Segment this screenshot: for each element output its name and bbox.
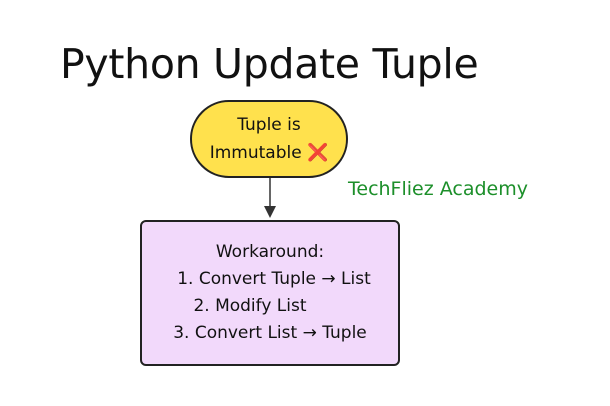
tuple-immutable-node: Tuple is Immutable ❌ (190, 100, 348, 178)
node-text: Immutable (209, 143, 302, 163)
watermark-text: TechFliez Academy (348, 178, 528, 200)
workaround-heading: Workaround: (215, 242, 325, 262)
node-line-2: Immutable ❌ (210, 139, 329, 167)
step-3: 3. Convert List → Tuple (173, 323, 367, 343)
step-1: 1. Convert Tuple → List (177, 269, 371, 289)
diagram-title: Python Update Tuple (60, 40, 479, 88)
arrow-connector (264, 178, 276, 218)
cross-icon: ❌ (307, 143, 329, 163)
workaround-node: Workaround: 1. Convert Tuple → List 2. M… (140, 220, 400, 366)
node-line-1: Tuple is (237, 115, 301, 135)
step-2: 2. Modify List (193, 296, 307, 316)
